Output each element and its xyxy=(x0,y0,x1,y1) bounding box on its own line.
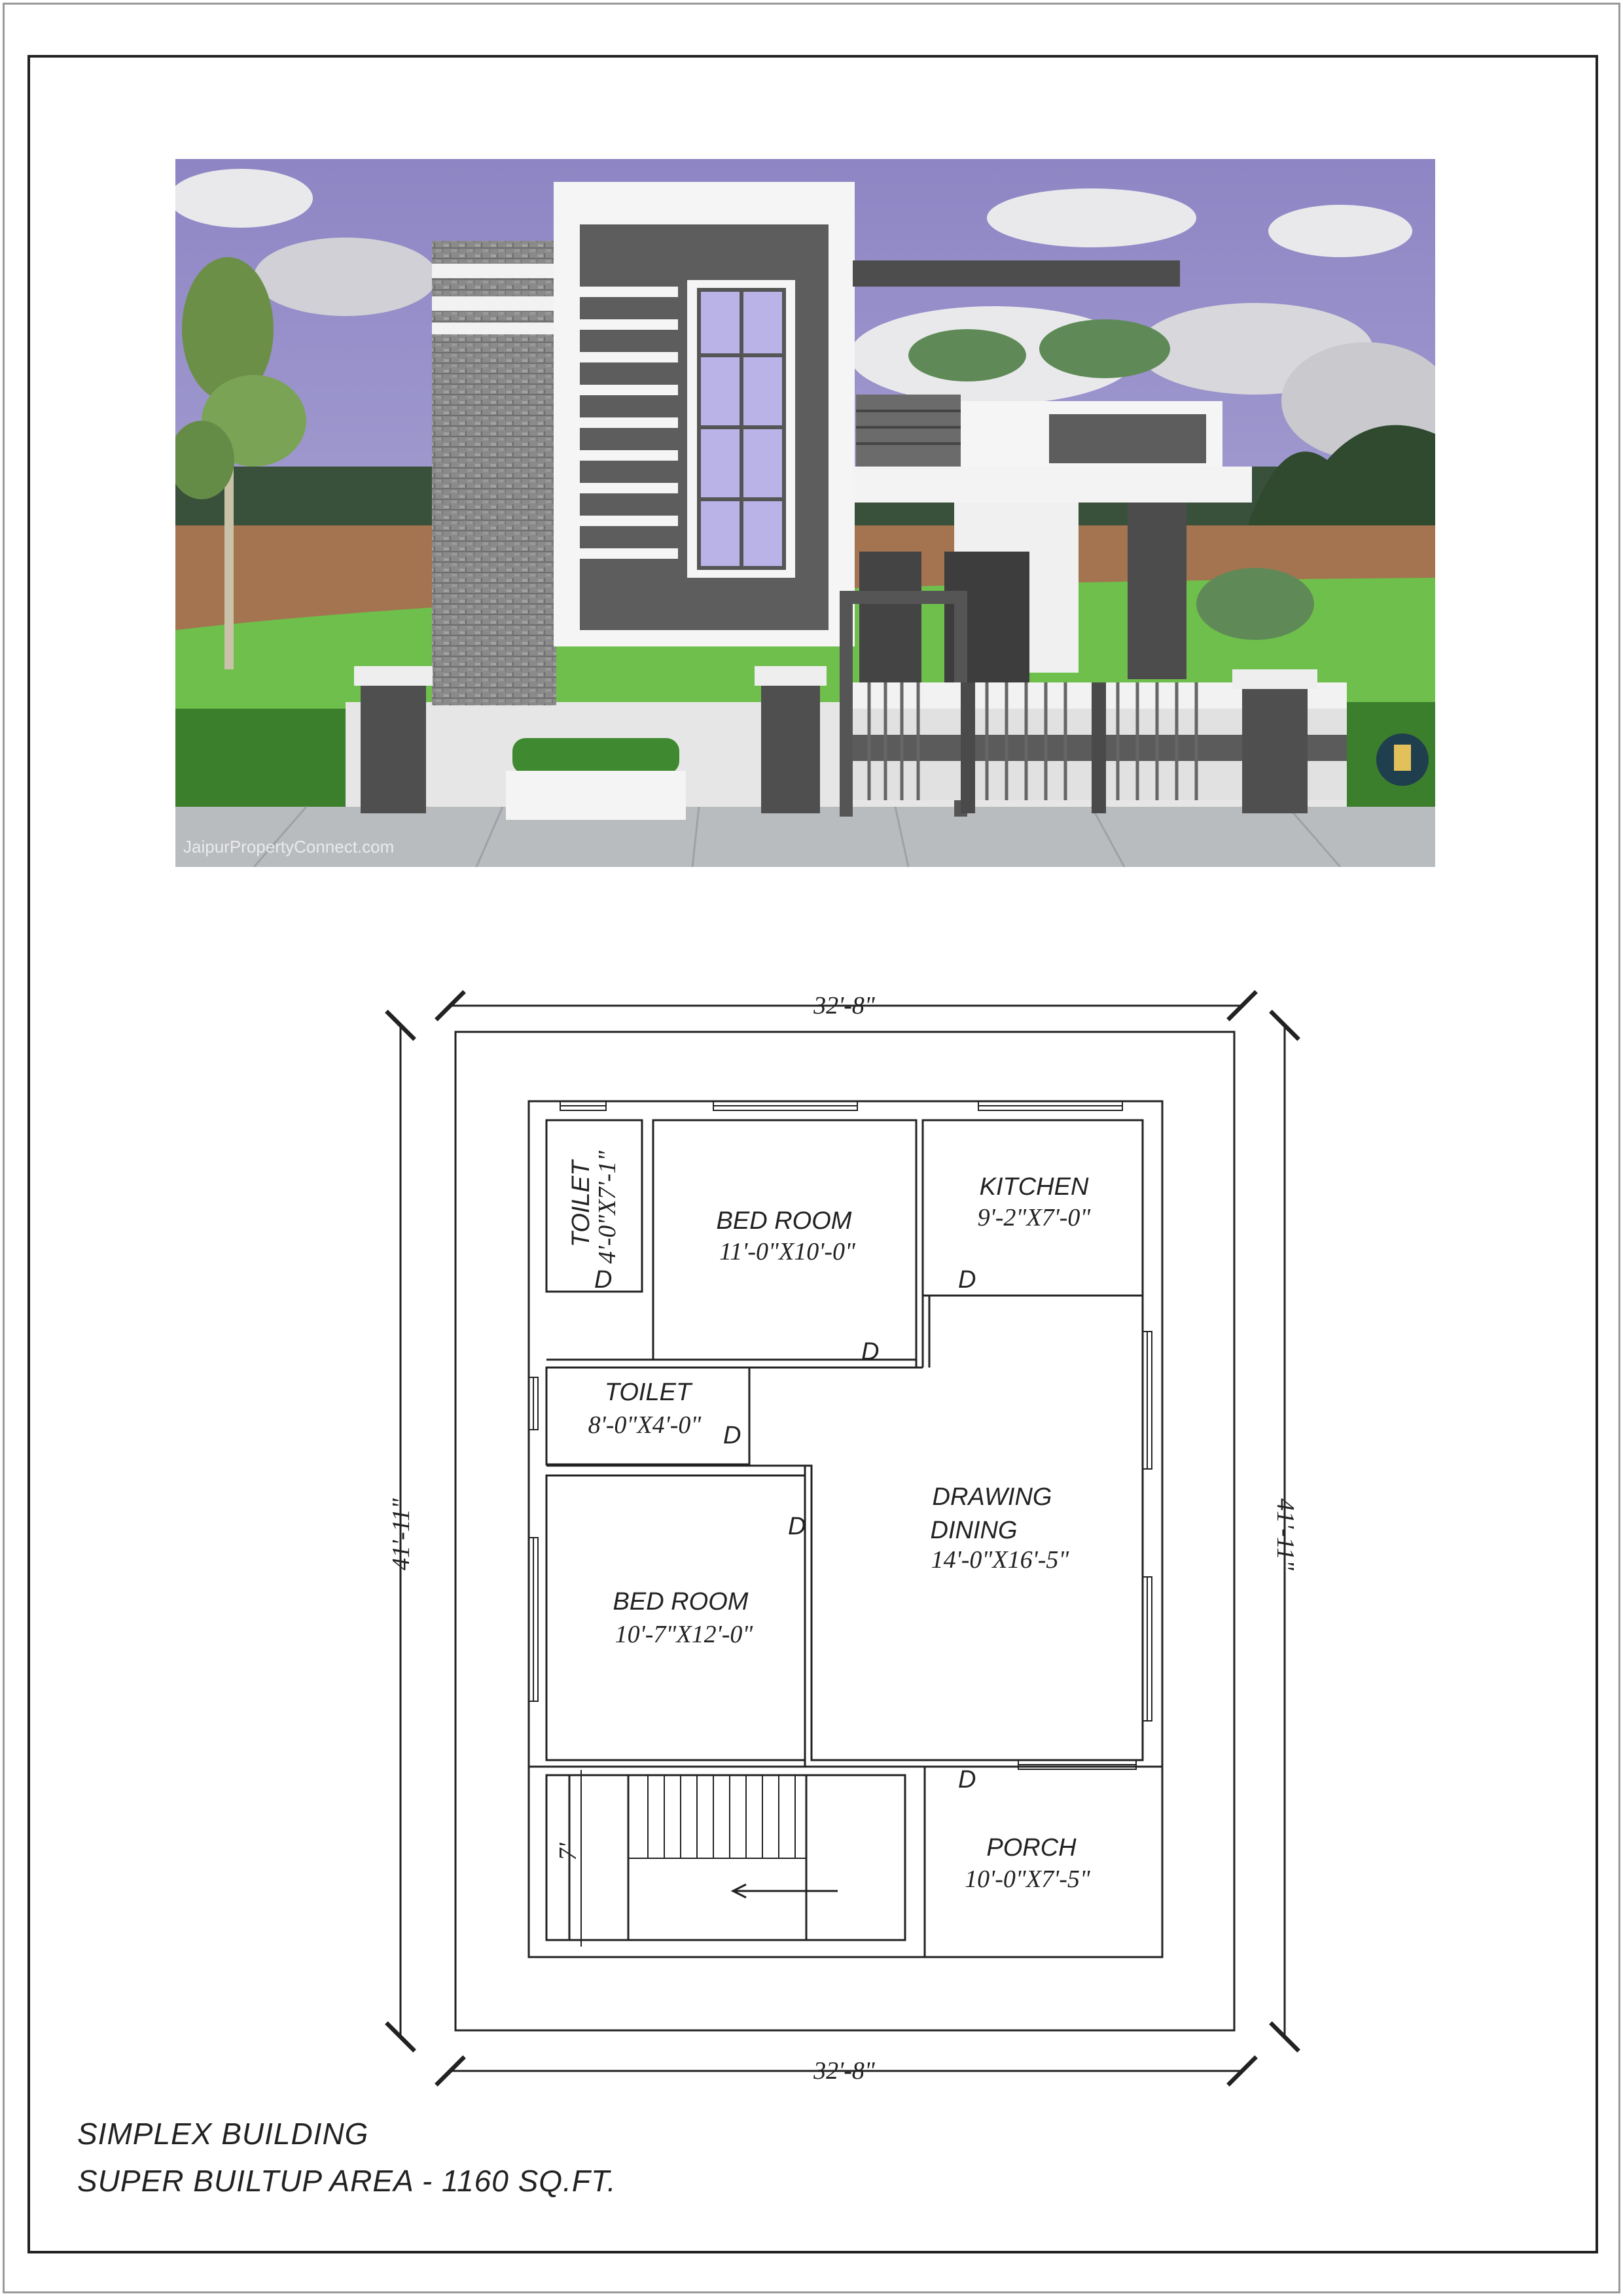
louvers xyxy=(580,287,678,559)
toilet1-size: 4'-0"X7'-1" xyxy=(594,1150,621,1264)
toilet1-walls xyxy=(545,1119,643,1293)
kitchen-name: KITCHEN xyxy=(980,1173,1089,1201)
dim-bottom-text: 32'-8" xyxy=(813,2057,876,2085)
porch-name: PORCH xyxy=(986,1834,1077,1862)
svg-text:D: D xyxy=(958,1766,976,1793)
bedroom2-walls xyxy=(545,1474,806,1761)
building-type-title: SIMPLEX BUILDING xyxy=(77,2117,369,2151)
toilet2-size: 8'-0"X4'-0" xyxy=(588,1411,702,1439)
door-marks: D D D D D D xyxy=(594,1266,976,1793)
hedge-left xyxy=(175,709,346,807)
door-left xyxy=(859,552,921,689)
bedroom2-size: 10'-7"X12'-0" xyxy=(615,1621,754,1648)
drawing-size: 14'-0"X16'-5" xyxy=(931,1546,1070,1574)
outer-border xyxy=(3,3,1620,2293)
kitchen-size: 9'-2"X7'-0" xyxy=(978,1204,1092,1231)
dim-left-text: 41'-11" xyxy=(387,1498,415,1570)
bedroom1-name: BED ROOM xyxy=(717,1207,852,1235)
elevation-rendering: JaipurPropertyConnect.com xyxy=(175,159,1435,867)
dim-right-text: 41'-11" xyxy=(1272,1498,1299,1571)
svg-text:D: D xyxy=(788,1513,806,1540)
svg-text:D: D xyxy=(594,1266,612,1294)
tree-left xyxy=(175,257,306,669)
svg-text:D: D xyxy=(958,1266,976,1294)
toilet2-name: TOILET xyxy=(605,1379,693,1406)
planter-hedge xyxy=(512,738,679,774)
planter-box xyxy=(506,771,686,820)
watermark-text: JaipurPropertyConnect.com xyxy=(183,837,394,857)
gate-pillars xyxy=(354,666,1317,813)
toilet2-walls xyxy=(545,1366,751,1466)
plot-boundary xyxy=(454,1031,1236,2032)
portico-slab xyxy=(853,467,1252,503)
stair-dim: 7' xyxy=(554,1843,582,1861)
windows xyxy=(528,1101,1152,1770)
toilet1-name: TOILET xyxy=(567,1159,595,1247)
stone-wall xyxy=(432,241,556,705)
bedroom1-size: 11'-0"X10'-0" xyxy=(719,1238,856,1265)
bedroom1-walls xyxy=(652,1119,918,1361)
palms xyxy=(908,319,1314,640)
porch-size: 10'-0"X7'-5" xyxy=(965,1865,1091,1893)
bedroom2-name: BED ROOM xyxy=(613,1588,749,1616)
dim-top-text: 32'-8" xyxy=(813,992,876,1019)
svg-text:D: D xyxy=(723,1422,741,1449)
stair-treads xyxy=(628,1775,806,1859)
svg-text:D: D xyxy=(861,1338,879,1366)
roof-slab xyxy=(853,260,1180,287)
drawing-frame xyxy=(27,55,1598,2253)
dining-name: DINING xyxy=(931,1517,1018,1544)
builtup-area-title: SUPER BUILTUP AREA - 1160 SQ.FT. xyxy=(77,2164,616,2198)
column xyxy=(1128,503,1186,679)
drawing-name: DRAWING xyxy=(933,1483,1052,1511)
pavement xyxy=(175,807,1435,867)
